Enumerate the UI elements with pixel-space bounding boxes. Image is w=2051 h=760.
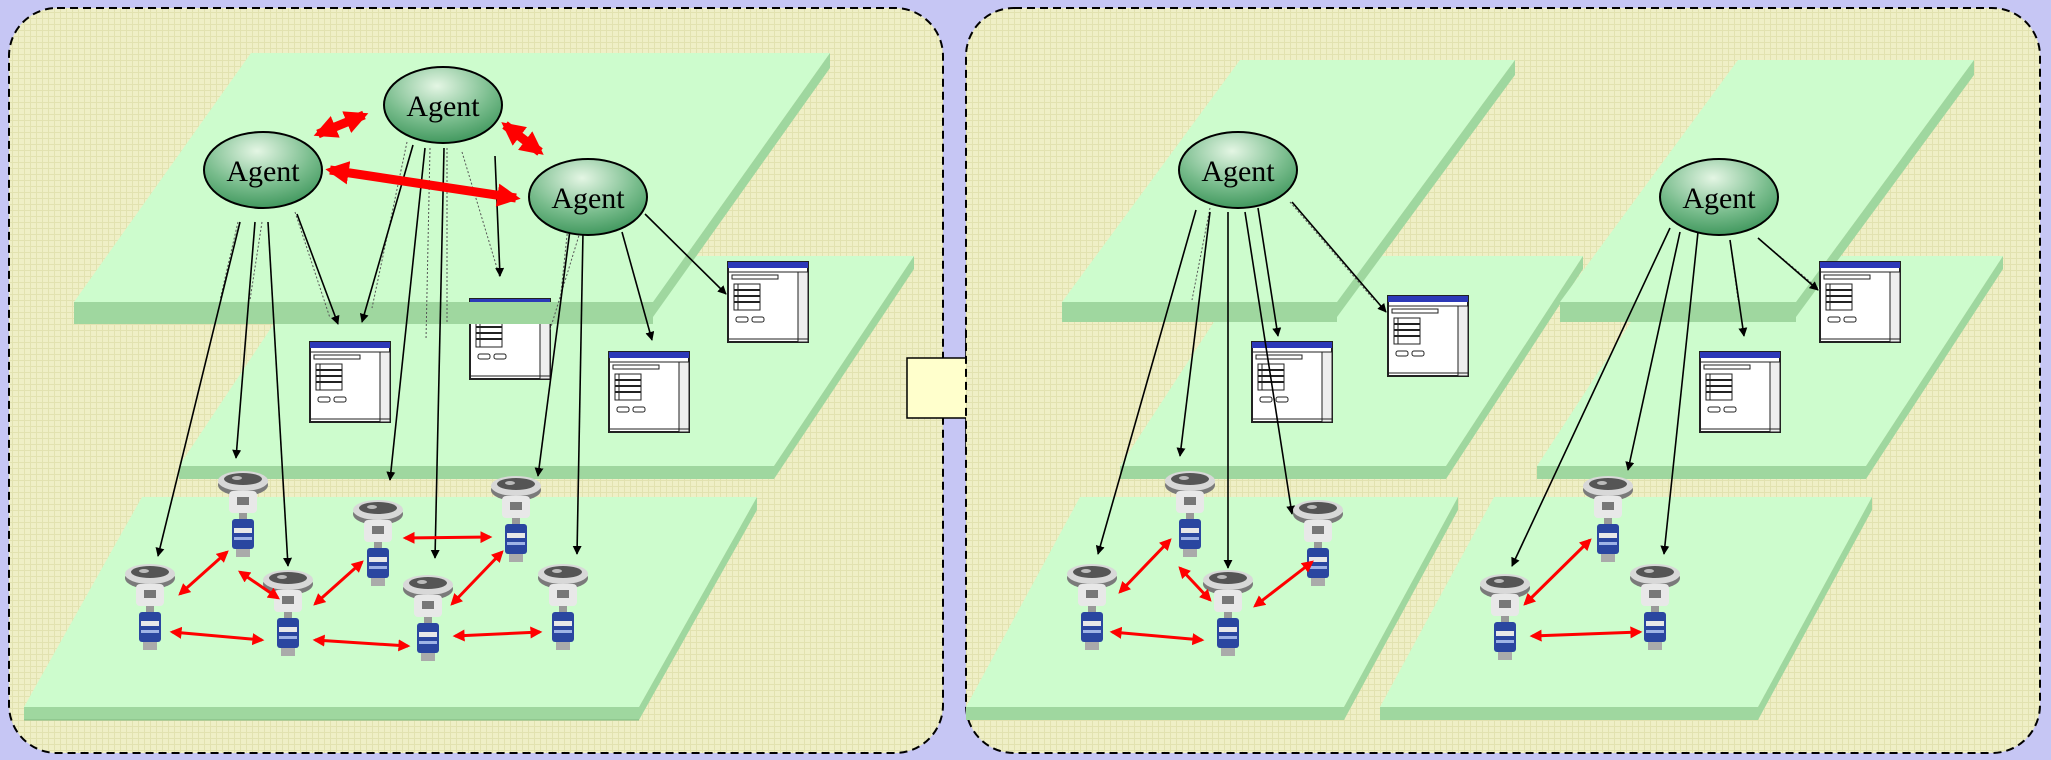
right-a-device-links [1109,538,1314,646]
left-app-window-icon-3 [608,351,690,433]
right-group-b: Agent [1380,60,2003,720]
right-group-a: Agent [966,60,1583,720]
right-b-device-links [1523,538,1643,642]
right-panel: Agent [965,7,2041,754]
left-device-links [169,531,543,652]
left-agent-3-label: Agent [551,182,625,215]
left-panel: Agent Agent Agent [8,7,944,754]
left-app-window-icon-2 [309,341,391,423]
left-agent-1-label: Agent [226,155,300,188]
left-agent-3[interactable]: Agent [528,158,648,236]
left-agent-links [313,110,544,207]
left-agent-2[interactable]: Agent [383,66,503,144]
left-top-plane-edge [74,302,635,324]
right-a-control-arrows [1095,201,1387,569]
right-b-app-window-icon-1 [1699,351,1781,433]
right-a-app-window-icon-1 [1251,341,1333,423]
right-agent-2[interactable]: Agent [1659,158,1779,236]
right-b-control-arrows [1511,227,1819,567]
right-agent-2-label: Agent [1682,182,1756,215]
left-control-arrows [155,144,727,567]
right-a-bottom-plane [966,497,1458,720]
right-agent-1-label: Agent [1201,155,1275,188]
right-agent-1[interactable]: Agent [1178,131,1298,209]
left-agent-1[interactable]: Agent [203,131,323,209]
right-b-app-window-icon-2 [1819,261,1901,343]
left-app-window-icon-4 [727,261,809,343]
right-a-app-window-icon-2 [1387,295,1469,377]
left-agent-2-label: Agent [406,90,480,123]
